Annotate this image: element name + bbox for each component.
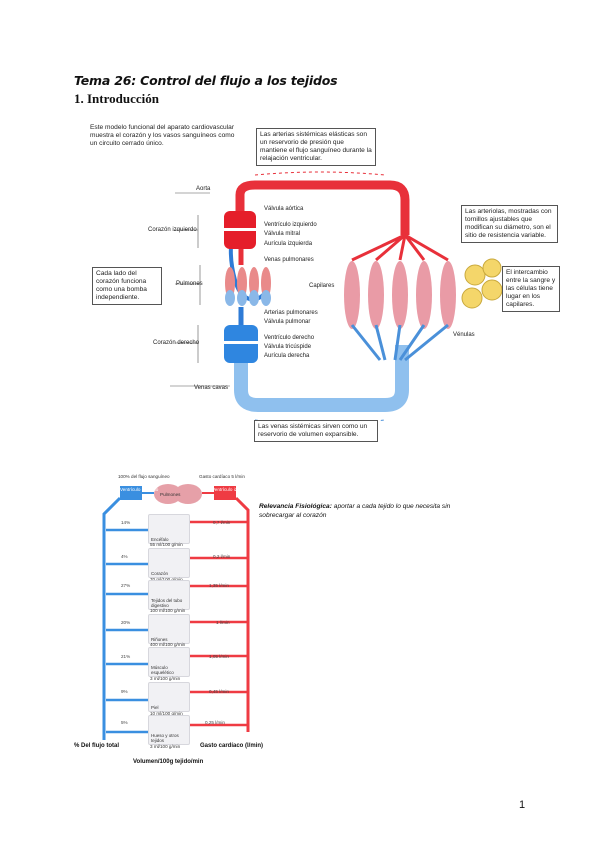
organ-vol: 100 ml/100 g/min — [150, 608, 186, 613]
organ-flow: 0,25 l/min — [205, 720, 225, 725]
organ-corazon: Corazón — [148, 548, 190, 578]
organ-flow: 0,2 l/min — [213, 554, 231, 559]
label-lungs: Pulmones — [160, 492, 181, 497]
flow-distribution-svg — [102, 484, 250, 740]
axis-right-label: Gasto cardíaco (l/min) — [200, 743, 264, 749]
box-arterias: Las arterias sistémicas elásticas son un… — [256, 128, 376, 166]
organ-flow: 0,7 l/min — [213, 520, 231, 525]
label-valvula-pulmonar: Válvula pulmonar — [264, 319, 311, 325]
box-intercambio: El intercambio entre la sangre y las cél… — [502, 266, 560, 312]
box-bomba: Cada lado del corazón funciona como una … — [92, 267, 162, 305]
lung-capillaries — [225, 267, 271, 306]
label-capilares: Capilares — [309, 283, 335, 289]
label-left-ventricle: Ventrículo izquierdo — [212, 487, 253, 492]
label-gasto-top: Gasto cardíaco 5 l/min — [199, 474, 245, 479]
label-auricula-derecha: Aurícula derecha — [264, 353, 310, 359]
organ-vol: 3 ml/100 g/min — [150, 744, 181, 749]
label-valvula-mitral: Válvula mitral — [264, 231, 301, 237]
label-right-ventricle: Ventrículo derecho — [120, 487, 159, 492]
diagram-intro-text: Este modelo funcional del aparato cardio… — [90, 124, 235, 147]
organ-digestivo: Tejidos del tubo digestivo — [148, 580, 190, 610]
label-venas-pulmonares: Venas pulmonares — [264, 257, 314, 263]
label-arterias-pulmonares: Arterias pulmonares — [264, 310, 318, 316]
organ-piel: Piel — [148, 682, 190, 712]
relevancia-heading: Relevancia Fisiológica: — [259, 503, 332, 510]
section-heading: 1. Introducción — [74, 91, 159, 106]
label-valvula-aortica: Válvula aórtica — [264, 206, 304, 212]
organ-vol: 400 ml/100 g/min — [150, 642, 186, 647]
organ-vol: 55 ml/100 g/min — [150, 542, 183, 547]
tissue-cells — [461, 258, 503, 309]
organ-flow: 0,45 l/min — [209, 689, 229, 694]
flow-branches — [98, 470, 258, 755]
label-corazon-izquierdo: Corazón izquierdo — [148, 227, 197, 233]
systemic-capillaries — [344, 233, 456, 362]
label-ventriculo-derecho: Ventrículo derecho — [264, 335, 315, 341]
circulation-svg — [170, 171, 503, 424]
organ-vol: 70 ml/100 g/min — [150, 577, 183, 582]
organ-pct: 14% — [121, 520, 131, 525]
label-auricula-izquierda: Aurícula izquierda — [264, 241, 313, 247]
organ-encefalo: Encéfalo — [148, 514, 190, 544]
label-valvula-tricuspide: Válvula tricúspide — [264, 344, 312, 350]
organ-pct: 5% — [121, 720, 128, 725]
organ-pct: 4% — [121, 554, 128, 559]
organ-pct: 9% — [121, 689, 128, 694]
label-venas-cavas: Venas cavas — [194, 385, 229, 391]
circulation-diagram — [80, 115, 570, 445]
organ-pct: 20% — [121, 620, 131, 625]
organ-vol: 3 ml/100 g/min — [150, 676, 181, 681]
organ-flow: 1 l/min — [216, 620, 230, 625]
relevancia-text: aportar a cada tejido lo que necesita si… — [259, 503, 451, 519]
page-title: Tema 26: Control del flujo a los tejidos — [74, 73, 338, 88]
organ-vol: 10 ml/100 g/min — [150, 711, 183, 716]
label-corazon-derecho: Corazón derecho — [153, 340, 200, 346]
label-venulas: Vénulas — [453, 332, 475, 338]
label-pulmones: Pulmones — [176, 281, 203, 287]
page-number: 1 — [519, 799, 526, 811]
label-aorta: Aorta — [196, 186, 211, 192]
label-flujo-total-top: 100% del flujo sanguíneo — [118, 474, 170, 479]
organ-pct: 21% — [121, 654, 131, 659]
relevancia-note: Relevancia Fisiológica: aportar a cada t… — [259, 502, 459, 520]
organ-pct: 27% — [121, 583, 131, 588]
organ-hueso: Hueso y otros tejidos — [148, 715, 190, 745]
axis-bottom-label: Volumen/100g tejido/min — [133, 759, 204, 765]
box-venas: Las venas sistémicas sirven como un rese… — [254, 420, 378, 442]
box-arteriolas: Las arteriolas, mostradas con tornillos … — [461, 205, 558, 243]
flow-distribution-figure — [98, 470, 258, 755]
organ-flow: 1,35 l/min — [209, 583, 229, 588]
organ-rinones: Riñones — [148, 614, 190, 644]
label-ventriculo-izquierdo: Ventrículo izquierdo — [264, 222, 317, 228]
organ-musculo: Músculo esquelético — [148, 647, 190, 677]
organ-flow: 1,05 l/min — [209, 654, 229, 659]
axis-left-label: % Del flujo total — [74, 743, 119, 749]
